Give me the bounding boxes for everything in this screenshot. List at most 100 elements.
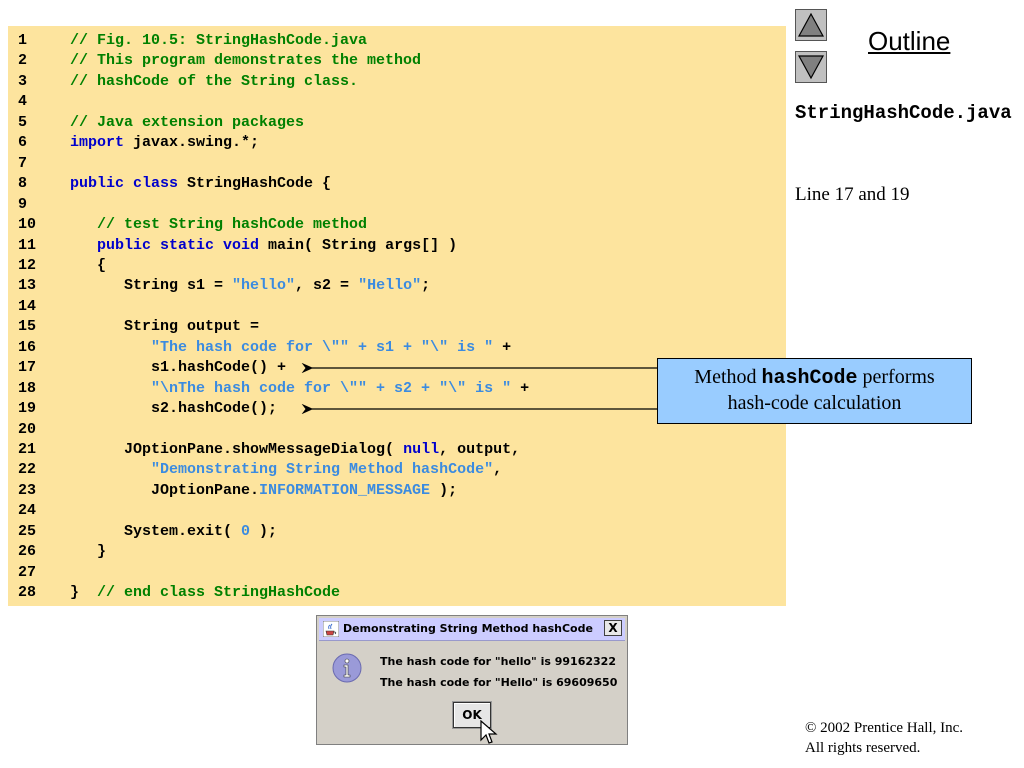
dialog-message-line-2: The hash code for "Hello" is 69609650 [380, 676, 618, 689]
code-text: } [70, 542, 106, 562]
code-token: import [70, 134, 125, 151]
line-number: 21 [18, 441, 37, 458]
rights-line: All rights reserved. [805, 740, 921, 756]
code-token: String s1 = [70, 277, 233, 294]
code-token: ; [421, 277, 431, 294]
code-text: JOptionPane.INFORMATION_MESSAGE ); [70, 481, 457, 501]
file-name-label: StringHashCode.java [795, 102, 1012, 124]
mouse-cursor-icon [480, 720, 498, 744]
code-token: // This program demonstrates the method [70, 52, 422, 69]
code-text: "The hash code for \"" + s1 + "\" is " + [70, 338, 511, 358]
callout-prefix: Method [694, 366, 762, 388]
code-token: // Fig. 10.5: StringHashCode.java [70, 32, 368, 49]
code-text: // Fig. 10.5: StringHashCode.java [70, 31, 367, 51]
code-token: } [70, 543, 107, 560]
code-token: StringHashCode { [178, 175, 332, 192]
code-token: // test String hashCode method [97, 216, 368, 233]
code-text: } // end class StringHashCode [70, 583, 340, 603]
code-text: String output = [70, 317, 259, 337]
code-listing: 1 // Fig. 10.5: StringHashCode.java 2 // Th… [8, 26, 786, 606]
java-cup-icon [323, 621, 339, 637]
triangle-down-icon [797, 55, 825, 80]
code-text: System.exit( 0 ); [70, 522, 277, 542]
line-number: 23 [18, 482, 37, 499]
code-token: "hello" [232, 277, 296, 294]
code-text: import javax.swing.*; [70, 133, 259, 153]
code-token: , output, [439, 441, 521, 458]
code-token: "\nThe hash code for \"" + s2 + "\" is " [151, 380, 512, 397]
code-text: "\nThe hash code for \"" + s2 + "\" is "… [70, 379, 529, 399]
callout-line2: hash-code calculation [727, 392, 902, 414]
line-number: 18 [18, 380, 37, 397]
line-number: 17 [18, 359, 37, 376]
line-number: 2 [18, 52, 28, 69]
code-token: // end class StringHashCode [97, 584, 341, 601]
outline-link[interactable]: Outline [868, 26, 951, 56]
line-number: 4 [18, 93, 28, 110]
code-token: JOptionPane. [70, 482, 260, 499]
code-token: main( String args[] ) [259, 237, 458, 254]
line-reference-label: Line 17 and 19 [795, 184, 910, 205]
line-number: 1 [18, 32, 28, 49]
code-token: ); [250, 523, 278, 540]
code-token: ); [430, 482, 458, 499]
code-token: , [493, 461, 503, 478]
line-number: 15 [18, 318, 37, 335]
code-token: String output = [70, 318, 260, 335]
code-token [70, 380, 151, 397]
next-slide-button[interactable] [795, 51, 827, 83]
dialog-titlebar[interactable]: Demonstrating String Method hashCode X [319, 618, 625, 641]
copyright-line: © 2002 Prentice Hall, Inc. [805, 720, 964, 736]
code-token: + [511, 380, 530, 397]
code-token: // Java extension packages [70, 114, 305, 131]
code-token: System.exit( [70, 523, 242, 540]
callout-suffix: performs [857, 366, 935, 388]
code-token: null [403, 441, 440, 458]
line-number: 5 [18, 114, 28, 131]
code-token: s2.hashCode(); [70, 400, 278, 417]
line-number: 14 [18, 298, 37, 315]
line-number: 22 [18, 461, 37, 478]
code-text: s2.hashCode(); [70, 399, 277, 419]
previous-slide-button[interactable] [795, 9, 827, 41]
line-number: 20 [18, 421, 37, 438]
code-token: } [70, 584, 98, 601]
code-token [70, 461, 151, 478]
info-icon [332, 653, 362, 683]
line-number: 3 [18, 73, 28, 90]
code-token: javax.swing.*; [124, 134, 260, 151]
code-token: + [493, 339, 512, 356]
code-token: s1.hashCode() + [70, 359, 287, 376]
code-token: "Hello" [358, 277, 422, 294]
line-number: 11 [18, 237, 37, 254]
line-number: 27 [18, 564, 37, 581]
triangle-up-icon [797, 12, 825, 37]
code-token [70, 216, 97, 233]
message-dialog: Demonstrating String Method hashCode X T… [316, 615, 628, 745]
code-token: "Demonstrating String Method hashCode" [151, 461, 494, 478]
code-token: { [70, 257, 107, 274]
dialog-message-line-1: The hash code for "hello" is 99162322 [380, 655, 616, 668]
line-number: 16 [18, 339, 37, 356]
code-token [70, 237, 97, 254]
line-number: 26 [18, 543, 37, 560]
callout-method: hashCode [761, 367, 858, 390]
code-token: INFORMATION_MESSAGE [259, 482, 431, 499]
line-number: 28 [18, 584, 37, 601]
close-button[interactable]: X [604, 620, 622, 636]
line-number: 8 [18, 175, 28, 192]
dialog-title: Demonstrating String Method hashCode [343, 622, 593, 635]
code-text: // hashCode of the String class. [70, 72, 358, 92]
line-number: 12 [18, 257, 37, 274]
code-token: JOptionPane.showMessageDialog( [70, 441, 404, 458]
code-text: // Java extension packages [70, 113, 304, 133]
code-token: public static void [97, 237, 260, 254]
code-text: // test String hashCode method [70, 215, 367, 235]
copyright-notice: © 2002 Prentice Hall, Inc. All rights re… [805, 718, 963, 758]
line-number: 13 [18, 277, 37, 294]
line-number: 19 [18, 400, 37, 417]
code-text: public class StringHashCode { [70, 174, 331, 194]
code-token: public class [70, 175, 179, 192]
code-text: // This program demonstrates the method [70, 51, 421, 71]
code-token: , s2 = [295, 277, 359, 294]
